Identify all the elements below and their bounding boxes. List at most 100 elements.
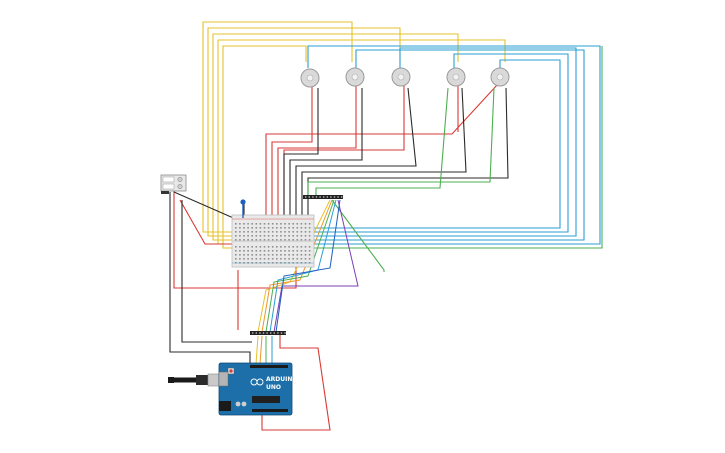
cyan-wires: [300, 45, 601, 245]
header-connector-bottom[interactable]: [250, 331, 286, 335]
servo-4[interactable]: [446, 67, 466, 87]
breadboard-hole: [251, 231, 253, 233]
battery-pack[interactable]: [160, 174, 187, 194]
breadboard-hole: [271, 227, 274, 229]
breadboard-hole: [247, 239, 249, 241]
bundle-wire-purple[interactable]: [273, 199, 359, 333]
breadboard-holes: [235, 223, 311, 264]
cyan-wire-5[interactable]: [300, 45, 601, 245]
red-wire-servo-2[interactable]: [277, 86, 357, 216]
yellow-wire-2[interactable]: [207, 27, 401, 237]
servo-1[interactable]: [300, 68, 320, 88]
breadboard-hole: [259, 246, 262, 248]
breadboard-hole: [271, 246, 274, 248]
breadboard-hole: [276, 231, 278, 233]
breadboard-hole: [308, 246, 311, 248]
breadboard-hole: [300, 262, 303, 264]
probe-pin[interactable]: [240, 199, 246, 218]
green-wire-3[interactable]: [331, 199, 385, 272]
black-wire-battery-arduino[interactable]: [169, 192, 251, 370]
bundle-wire-orange[interactable]: [261, 199, 333, 333]
header-connector-top[interactable]: [303, 195, 343, 199]
breadboard-hole: [243, 262, 245, 264]
breadboard-hole: [263, 231, 266, 233]
cyan-wire-3[interactable]: [300, 47, 577, 237]
usb-cable[interactable]: [168, 373, 223, 387]
green-wire-1[interactable]: [307, 87, 495, 196]
breadboard-hole: [255, 223, 258, 225]
header-pin: [280, 332, 283, 334]
breadboard-hole: [280, 250, 282, 252]
breadboard-hole: [308, 254, 311, 256]
green-wire-2[interactable]: [315, 87, 449, 196]
servo-2[interactable]: [345, 67, 365, 87]
header-pin: [341, 196, 343, 198]
arduino-uno[interactable]: ARDUINO UNO: [218, 362, 297, 416]
green-wire-4[interactable]: [300, 46, 603, 249]
breadboard-hole: [239, 246, 241, 248]
breadboard-hole: [300, 227, 303, 229]
breadboard-hole: [267, 231, 270, 233]
yellow-wire-1[interactable]: [202, 21, 353, 233]
header-pin: [270, 332, 272, 334]
black-wire-servo-2[interactable]: [289, 88, 363, 216]
bundle-wire-green[interactable]: [265, 199, 335, 333]
breadboard-hole: [243, 239, 245, 241]
yellow-wire-5[interactable]: [222, 45, 307, 249]
breadboard-hole: [247, 250, 249, 252]
black-wire-servo-1[interactable]: [283, 88, 319, 216]
header-pin: [326, 196, 328, 198]
cyan-wire-1[interactable]: [300, 59, 561, 229]
breadboard-hole: [259, 231, 262, 233]
breadboard-hole: [259, 258, 262, 260]
breadboard-hole: [251, 262, 253, 264]
breadboard-hole: [247, 262, 249, 264]
breadboard-hole: [308, 262, 311, 264]
black-wire-battery-bb[interactable]: [173, 191, 239, 221]
breadboard-hole: [239, 223, 241, 225]
breadboard-hole: [255, 254, 258, 256]
breadboard-hole: [284, 239, 286, 241]
breadboard-hole: [243, 223, 245, 225]
cyan-wire-2[interactable]: [300, 53, 569, 233]
servo-5[interactable]: [490, 67, 510, 87]
cyan-wire-4[interactable]: [300, 49, 585, 241]
black-wire-servo-3[interactable]: [295, 87, 417, 216]
breadboard-hole: [304, 250, 307, 252]
header-to-arduino-wires-4[interactable]: [259, 335, 263, 365]
bundle-wire-cyan[interactable]: [269, 199, 337, 333]
header-pin: [312, 196, 314, 198]
breadboard-hole: [263, 262, 266, 264]
breadboard-hole: [247, 235, 249, 237]
breadboard-hole: [292, 250, 294, 252]
breadboard-hole: [300, 254, 303, 256]
breadboard-hole: [292, 258, 294, 260]
breadboard-hole: [271, 223, 274, 225]
breadboard-hole: [280, 239, 282, 241]
breadboard-hole: [300, 223, 303, 225]
yellow-wire-3[interactable]: [212, 33, 459, 241]
breadboard-hole: [239, 258, 241, 260]
breadboard-hole: [288, 250, 290, 252]
breadboard-hole: [292, 246, 294, 248]
red-wire-bb-left[interactable]: [179, 199, 238, 245]
breadboard-hole: [276, 250, 278, 252]
black-wire-bb-arduino[interactable]: [181, 200, 252, 343]
breadboard-hole: [243, 227, 245, 229]
black-wire-servo-4[interactable]: [301, 87, 467, 216]
header-to-arduino-wires[interactable]: [255, 335, 259, 365]
breadboard-hole: [308, 227, 311, 229]
breadboard-hole: [235, 250, 237, 252]
servo-3[interactable]: [391, 67, 411, 87]
red-wire-servo-1[interactable]: [271, 86, 313, 216]
breadboard[interactable]: [231, 214, 315, 268]
breadboard-hole: [304, 246, 307, 248]
red-wire-arduino[interactable]: [261, 335, 331, 431]
red-wire-servo-bus[interactable]: [265, 83, 499, 216]
breadboard-hole: [251, 227, 253, 229]
breadboard-hole: [300, 231, 303, 233]
breadboard-hole: [251, 223, 253, 225]
bundle-wire-blue[interactable]: [275, 199, 341, 333]
breadboard-hole: [243, 231, 245, 233]
header-pin: [277, 332, 279, 334]
